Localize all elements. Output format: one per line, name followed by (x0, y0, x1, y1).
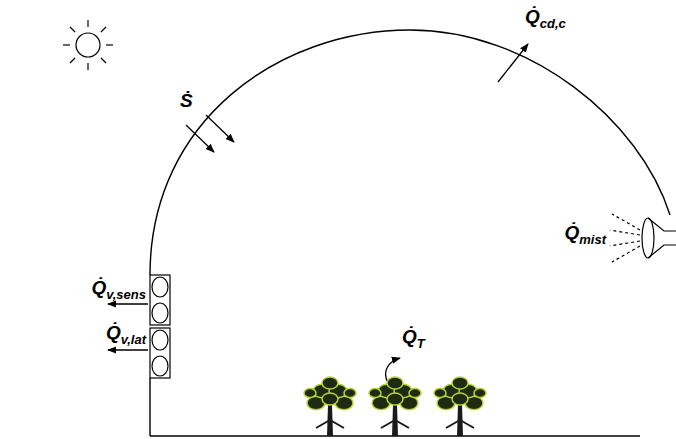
flux-label: Q̇T (402, 326, 425, 349)
flux-label: Q̇cd,c (525, 6, 566, 29)
flux-label: Ṡ (180, 90, 193, 113)
sun (63, 20, 113, 70)
plant (434, 377, 486, 436)
mist-nozzle (610, 214, 676, 262)
heat-arrows (108, 44, 528, 388)
greenhouse-dome (150, 30, 670, 275)
plants (304, 377, 486, 436)
wall (149, 378, 150, 436)
vent-fans (150, 275, 170, 378)
flux-label: Q̇v,lat (106, 322, 146, 345)
plant (369, 377, 421, 436)
flux-label: Q̇v,sens (91, 277, 146, 300)
flux-label: Q̇mist (564, 222, 606, 245)
plant (304, 377, 356, 436)
